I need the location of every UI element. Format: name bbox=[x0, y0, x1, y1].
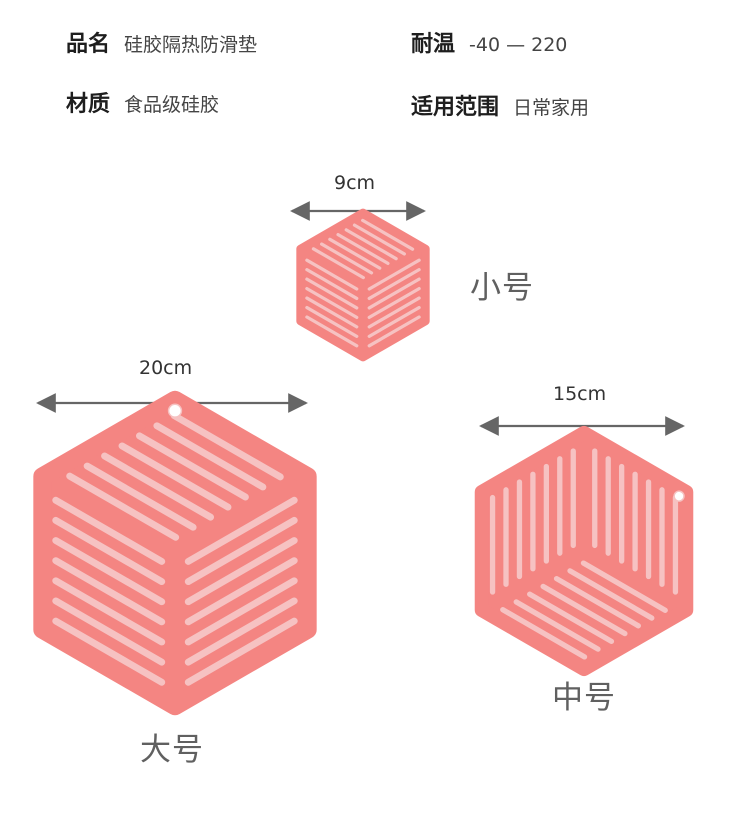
medium-width-label: 15cm bbox=[553, 383, 607, 405]
mat-groove bbox=[570, 448, 576, 549]
small-size-label: 小号 bbox=[470, 270, 534, 306]
mat-groove bbox=[118, 442, 232, 511]
mat-groove bbox=[540, 583, 628, 637]
mat-groove bbox=[52, 597, 166, 666]
large-width-label: 20cm bbox=[139, 357, 193, 379]
mat-groove bbox=[311, 247, 365, 280]
mat-groove bbox=[367, 305, 421, 338]
mat-groove bbox=[320, 242, 374, 275]
mat-groove bbox=[305, 286, 359, 320]
medium-mat bbox=[474, 425, 694, 677]
mat-groove bbox=[489, 494, 496, 595]
mat-groove bbox=[513, 599, 601, 652]
spec-name-value: 硅胶隔热防滑垫 bbox=[124, 34, 258, 56]
mat-groove bbox=[367, 268, 421, 301]
mat-groove bbox=[367, 296, 421, 329]
mat-groove bbox=[170, 412, 284, 481]
spec-usage-label: 适用范围 bbox=[411, 95, 500, 120]
mat-groove bbox=[184, 537, 298, 606]
spec-material-value: 食品级硅胶 bbox=[124, 94, 220, 116]
large-mat bbox=[33, 390, 317, 716]
spec-usage-value: 日常家用 bbox=[513, 97, 590, 119]
mat-groove bbox=[101, 452, 215, 521]
mat-groove bbox=[52, 577, 166, 646]
mat-groove bbox=[672, 494, 679, 595]
large-size-label: 大号 bbox=[140, 732, 204, 768]
mat-groove bbox=[52, 557, 166, 626]
spec-name: 品名 硅胶隔热防滑垫 bbox=[66, 26, 257, 58]
mat-groove bbox=[557, 456, 563, 556]
mat-groove bbox=[592, 448, 598, 549]
medium-size-label: 中号 bbox=[552, 680, 616, 716]
mat-groove bbox=[184, 617, 298, 686]
mat-groove bbox=[305, 268, 359, 301]
mat-groove bbox=[135, 432, 249, 501]
mat-groove bbox=[367, 286, 421, 320]
small-mat bbox=[296, 208, 430, 362]
mat-groove bbox=[367, 277, 421, 310]
mat-groove bbox=[52, 516, 166, 586]
spec-name-label: 品名 bbox=[66, 32, 111, 57]
mat-groove bbox=[83, 462, 197, 531]
mat-groove bbox=[52, 496, 166, 565]
mat-groove bbox=[184, 496, 298, 565]
mat-groove bbox=[305, 277, 359, 310]
mat-groove bbox=[553, 575, 641, 629]
mat-groove bbox=[184, 597, 298, 666]
spec-material: 材质 食品级硅胶 bbox=[66, 86, 219, 118]
spec-temperature-label: 耐温 bbox=[411, 32, 456, 57]
mat-groove bbox=[516, 479, 523, 580]
mat-groove bbox=[618, 463, 625, 564]
mat-groove bbox=[367, 315, 421, 348]
spec-usage: 适用范围 日常家用 bbox=[411, 89, 589, 121]
mat-groove bbox=[344, 228, 398, 261]
mat-groove bbox=[66, 472, 180, 541]
mat-groove bbox=[659, 487, 665, 587]
mat-groove bbox=[52, 617, 166, 686]
mat-groove bbox=[184, 577, 298, 646]
small-width-label: 9cm bbox=[334, 172, 376, 194]
mat-groove bbox=[645, 479, 652, 580]
mat-groove bbox=[305, 296, 359, 329]
mat-groove bbox=[527, 591, 615, 645]
mat-groove bbox=[367, 258, 421, 291]
spec-material-label: 材质 bbox=[66, 92, 111, 117]
hanging-hole-icon bbox=[167, 403, 183, 418]
mat-groove bbox=[632, 471, 638, 572]
mat-groove bbox=[52, 537, 166, 606]
mat-groove bbox=[352, 223, 406, 256]
mat-groove bbox=[328, 237, 382, 270]
mat-groove bbox=[500, 607, 588, 660]
spec-temperature: 耐温 -40 — 220 bbox=[411, 26, 567, 58]
mat-groove bbox=[361, 218, 415, 251]
spec-temperature-value: -40 — 220 bbox=[469, 34, 568, 56]
mat-groove bbox=[605, 456, 611, 556]
mat-groove bbox=[184, 516, 298, 586]
mat-groove bbox=[184, 557, 298, 626]
mat-groove bbox=[153, 422, 267, 491]
mat-groove bbox=[305, 258, 359, 291]
mat-groove bbox=[543, 463, 550, 564]
mat-groove bbox=[305, 305, 359, 338]
mat-groove bbox=[567, 568, 655, 621]
mat-groove bbox=[336, 232, 390, 266]
mat-groove bbox=[530, 471, 536, 572]
mat-groove bbox=[305, 315, 359, 348]
hanging-hole-icon bbox=[673, 490, 685, 502]
mat-groove bbox=[503, 487, 509, 587]
mat-groove bbox=[580, 560, 668, 613]
